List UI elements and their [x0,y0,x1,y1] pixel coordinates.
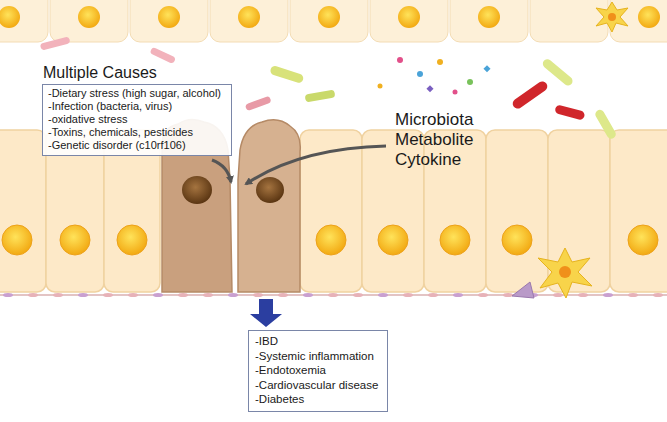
bacterium [150,47,177,64]
causes-box: Multiple Causes-Dietary stress (high sug… [42,84,232,156]
cell-nucleus [638,6,660,28]
source-label: Microbiota Metabolite Cytokine [395,110,473,170]
epithelial-cell [450,0,528,42]
epithelial-cell [0,130,46,292]
membrane-cell [128,293,138,297]
damaged-cell [238,120,300,292]
membrane-cell [78,293,88,297]
cell-nucleus [117,225,147,255]
metabolite-dot [437,59,443,65]
immune-cell [596,2,628,32]
metabolite-dot [417,71,423,77]
epithelial-cell [300,130,362,292]
membrane-cell [478,293,488,297]
epithelial-cell [370,0,448,42]
cause-arrow [212,160,231,182]
bacterium [305,89,336,102]
membrane-cell [653,293,663,297]
outcome-arrow [250,299,282,327]
metabolite-dot [453,90,458,95]
bacterium [40,36,71,51]
membrane-cell [628,293,638,297]
membrane-cell [103,293,113,297]
metabolite-dot [378,84,383,89]
membrane-cell [178,293,188,297]
cause-arrows [212,146,386,184]
cause-arrow [246,146,386,184]
epithelial-cell [610,130,667,292]
membrane-cell [353,293,363,297]
list-item: -Cardiovascular disease [255,378,380,393]
immune-nucleus [608,13,616,21]
cell-nucleus [238,6,260,28]
cell-nucleus [628,225,658,255]
epithelial-cell [0,0,48,42]
membrane-cell [428,293,438,297]
metabolite-dot [397,57,403,63]
membrane-cell [328,293,338,297]
immune-cell [512,282,534,298]
list-item: -Endotoxemia [255,363,380,378]
cell-nucleus [398,6,420,28]
list-item: -Systemic inflammation [255,349,380,364]
list-item: -Dietary stress (high sugar, alcohol) [48,87,225,100]
bacterium [245,96,272,111]
membrane-cell [403,293,413,297]
microbiota [40,36,618,140]
immune-cells [512,2,628,298]
membrane-cell [578,293,588,297]
bacterium [554,104,585,120]
epithelial-cell [130,0,208,42]
upper-cell-row [0,0,667,42]
metabolite-dot [426,85,433,92]
cell-nucleus [440,225,470,255]
bacterium [541,57,574,87]
membrane-cell [253,293,263,297]
membrane-cell [203,293,213,297]
cell-nucleus [60,225,90,255]
metabolite-dot [483,65,490,72]
membrane-cell [228,293,238,297]
cell-nucleus [478,6,500,28]
list-item: -Diabetes [255,392,380,407]
epithelial-cell [50,0,128,42]
membrane-cell [53,293,63,297]
list-item: -Infection (bacteria, virus) [48,100,225,113]
epithelial-cell [486,130,548,292]
cell-nucleus [158,6,180,28]
list-item: -oxidative stress [48,113,225,126]
membrane-cell [453,293,463,297]
damaged-nucleus [182,176,212,204]
cell-nucleus [78,6,100,28]
cell-nucleus [2,225,32,255]
immune-cell [538,248,592,298]
membrane-cell [278,293,288,297]
membrane-cell [153,293,163,297]
list-item: -Toxins, chemicals, pesticides [48,126,225,139]
cell-nucleus [0,6,20,28]
cell-nucleus [378,225,408,255]
epithelial-cell [210,0,288,42]
metabolite-dot [467,79,473,85]
damaged-nucleus [256,177,284,203]
epithelial-cell [530,0,608,42]
bacterium [511,79,550,110]
membrane-cell [303,293,313,297]
cell-nucleus [318,6,340,28]
list-item: -IBD [255,334,380,349]
membrane-cell [28,293,38,297]
membrane-cell [378,293,388,297]
immune-nucleus [559,266,571,278]
list-item: -Genetic disorder (c10rf106) [48,139,225,152]
membrane-cell [603,293,613,297]
bacterium [594,108,618,140]
membrane-cell [553,293,563,297]
membrane-cell [3,293,13,297]
cell-nucleus [502,225,532,255]
bacterium [269,65,304,84]
outcomes-box: -IBD-Systemic inflammation-Endotoxemia-C… [248,330,388,412]
cell-nucleus [316,225,346,255]
epithelial-cell [290,0,368,42]
box-heading: Multiple Causes [43,63,157,82]
